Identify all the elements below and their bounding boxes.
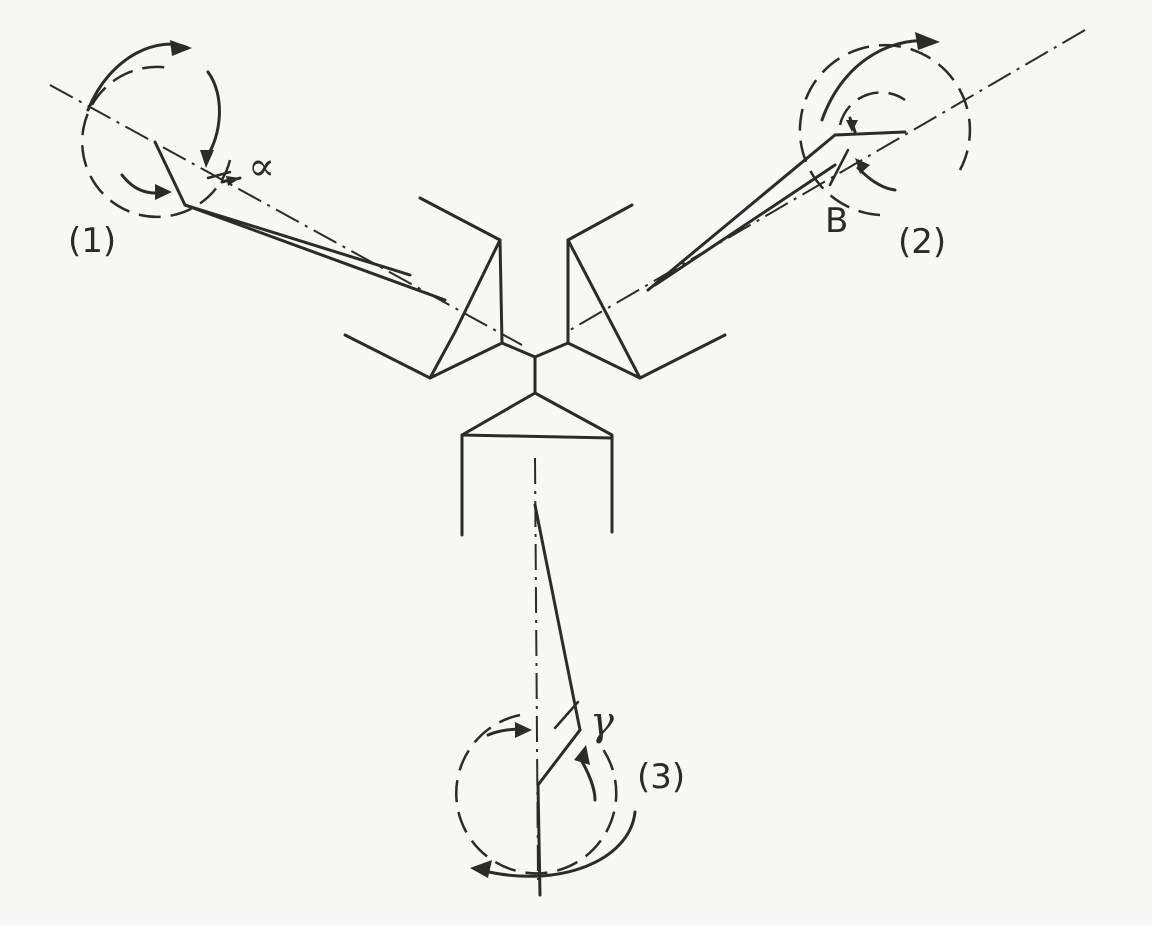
label-unit-1: (1) xyxy=(68,221,116,261)
arm-3 xyxy=(455,457,637,897)
arm-1-link xyxy=(183,203,447,302)
arm-1 xyxy=(49,40,523,346)
arm-3-outer-arrow xyxy=(478,810,637,878)
arm-2-link xyxy=(646,133,837,292)
arm-1-rotation-circle xyxy=(81,65,232,219)
right-bracket xyxy=(566,203,727,380)
arm-1-axis xyxy=(49,84,523,346)
label-unit-3: (3) xyxy=(637,757,685,797)
arm-2-axis xyxy=(569,29,1086,331)
label-angle-alpha: ∝ xyxy=(248,144,275,190)
arm-2-rotation-circle xyxy=(798,43,972,217)
arm-3-rotation-circle xyxy=(455,713,618,875)
arm-2-crank xyxy=(833,130,907,137)
arm-3-crank xyxy=(536,728,582,897)
arm-1-crank xyxy=(153,140,187,207)
left-bracket xyxy=(343,196,504,380)
label-angle-beta: B xyxy=(825,201,848,241)
central-hub xyxy=(500,341,570,395)
arm-2 xyxy=(569,29,1086,331)
arm-3-link xyxy=(533,503,582,732)
bottom-bracket xyxy=(460,391,614,537)
label-angle-gamma: γ xyxy=(590,699,614,745)
label-unit-2: (2) xyxy=(898,222,946,262)
